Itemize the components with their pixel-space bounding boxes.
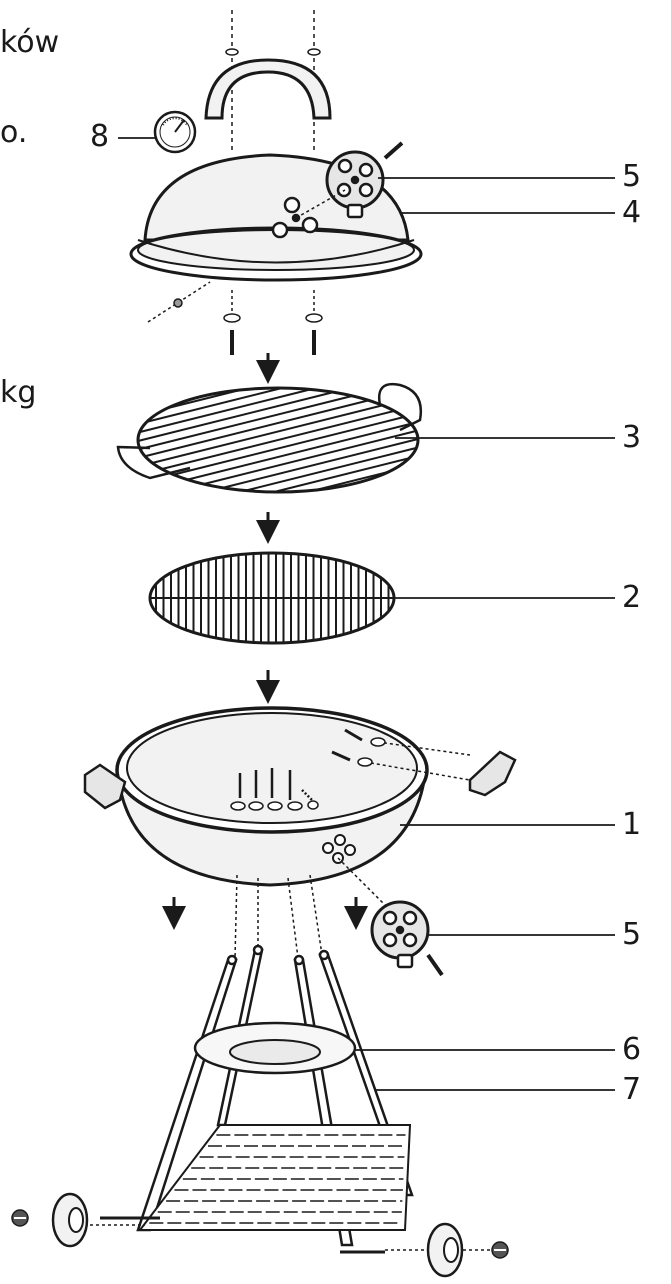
grate-bar bbox=[187, 423, 411, 481]
callout-label-2: 2 bbox=[622, 580, 642, 615]
callout-leaders bbox=[118, 137, 615, 1091]
page-text-fragment-kg: kg bbox=[0, 375, 37, 410]
handle-washer-right bbox=[307, 48, 321, 56]
callout-label-5-lower: 5 bbox=[622, 917, 642, 952]
callout-label-8: 8 bbox=[90, 119, 110, 154]
page-text-fragment-mid: o. bbox=[0, 115, 28, 150]
grate-bar bbox=[274, 457, 410, 493]
bottom-shelf bbox=[137, 1124, 412, 1231]
grate-bar bbox=[140, 395, 353, 450]
handle-washer-left bbox=[225, 48, 239, 56]
grate-bar bbox=[245, 447, 417, 492]
callout-label-1: 1 bbox=[622, 807, 642, 842]
bowl-handle-right bbox=[468, 750, 517, 797]
grate-bar bbox=[167, 389, 241, 409]
grate-bar bbox=[146, 387, 282, 423]
assembly-arrows bbox=[162, 353, 368, 930]
grate-bar bbox=[222, 438, 418, 489]
grate-bar bbox=[203, 430, 416, 485]
callout-label-5-upper: 5 bbox=[622, 159, 642, 194]
grate-bar bbox=[315, 471, 389, 491]
bowl-handle-left bbox=[83, 763, 127, 810]
lid-assembly bbox=[129, 10, 423, 355]
bowl-vent-damper bbox=[337, 857, 444, 977]
grate-bar bbox=[139, 388, 311, 433]
grate-handle-left bbox=[116, 445, 191, 480]
wheels-assembly bbox=[11, 1192, 509, 1278]
grate-bar bbox=[173, 416, 404, 476]
grate-bar bbox=[145, 399, 369, 457]
grill-bowl bbox=[83, 706, 517, 887]
lid-vent-hole bbox=[301, 216, 319, 234]
thermometer bbox=[153, 110, 197, 154]
grate-bar bbox=[138, 391, 334, 442]
callout-label-3: 3 bbox=[622, 420, 642, 455]
grate-bar bbox=[152, 404, 383, 464]
lid-vent-hole bbox=[271, 221, 289, 239]
lid-vent-hole bbox=[283, 196, 301, 214]
cooking-grate bbox=[116, 382, 423, 494]
page-text-fragment-top: ków bbox=[0, 25, 60, 60]
lid-vent-damper bbox=[325, 150, 385, 219]
charcoal-grate bbox=[148, 551, 396, 645]
grate-handle-right bbox=[377, 382, 423, 432]
grate-bar bbox=[161, 410, 395, 470]
callout-label-4: 4 bbox=[622, 195, 642, 230]
lid-handle bbox=[204, 58, 332, 120]
callout-label-6: 6 bbox=[622, 1032, 642, 1067]
ash-catcher-ring bbox=[193, 1021, 357, 1075]
callout-label-7: 7 bbox=[622, 1072, 642, 1107]
